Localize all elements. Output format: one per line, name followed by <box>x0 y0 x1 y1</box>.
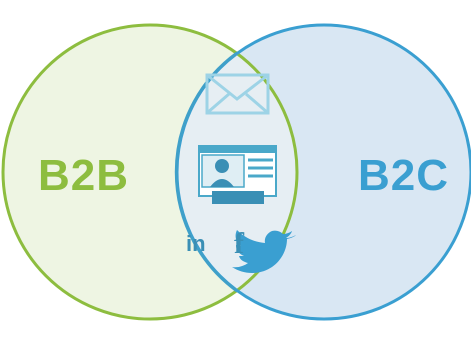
profile-page-icon <box>198 145 277 204</box>
b2b-label: B2B <box>38 151 130 200</box>
facebook-icon: f <box>234 227 244 260</box>
b2b-circle-outline <box>1 23 299 321</box>
twitter-icon <box>232 230 296 273</box>
b2c-label: B2C <box>358 151 450 200</box>
linkedin-icon: in <box>186 231 206 256</box>
envelope-icon <box>205 73 270 115</box>
